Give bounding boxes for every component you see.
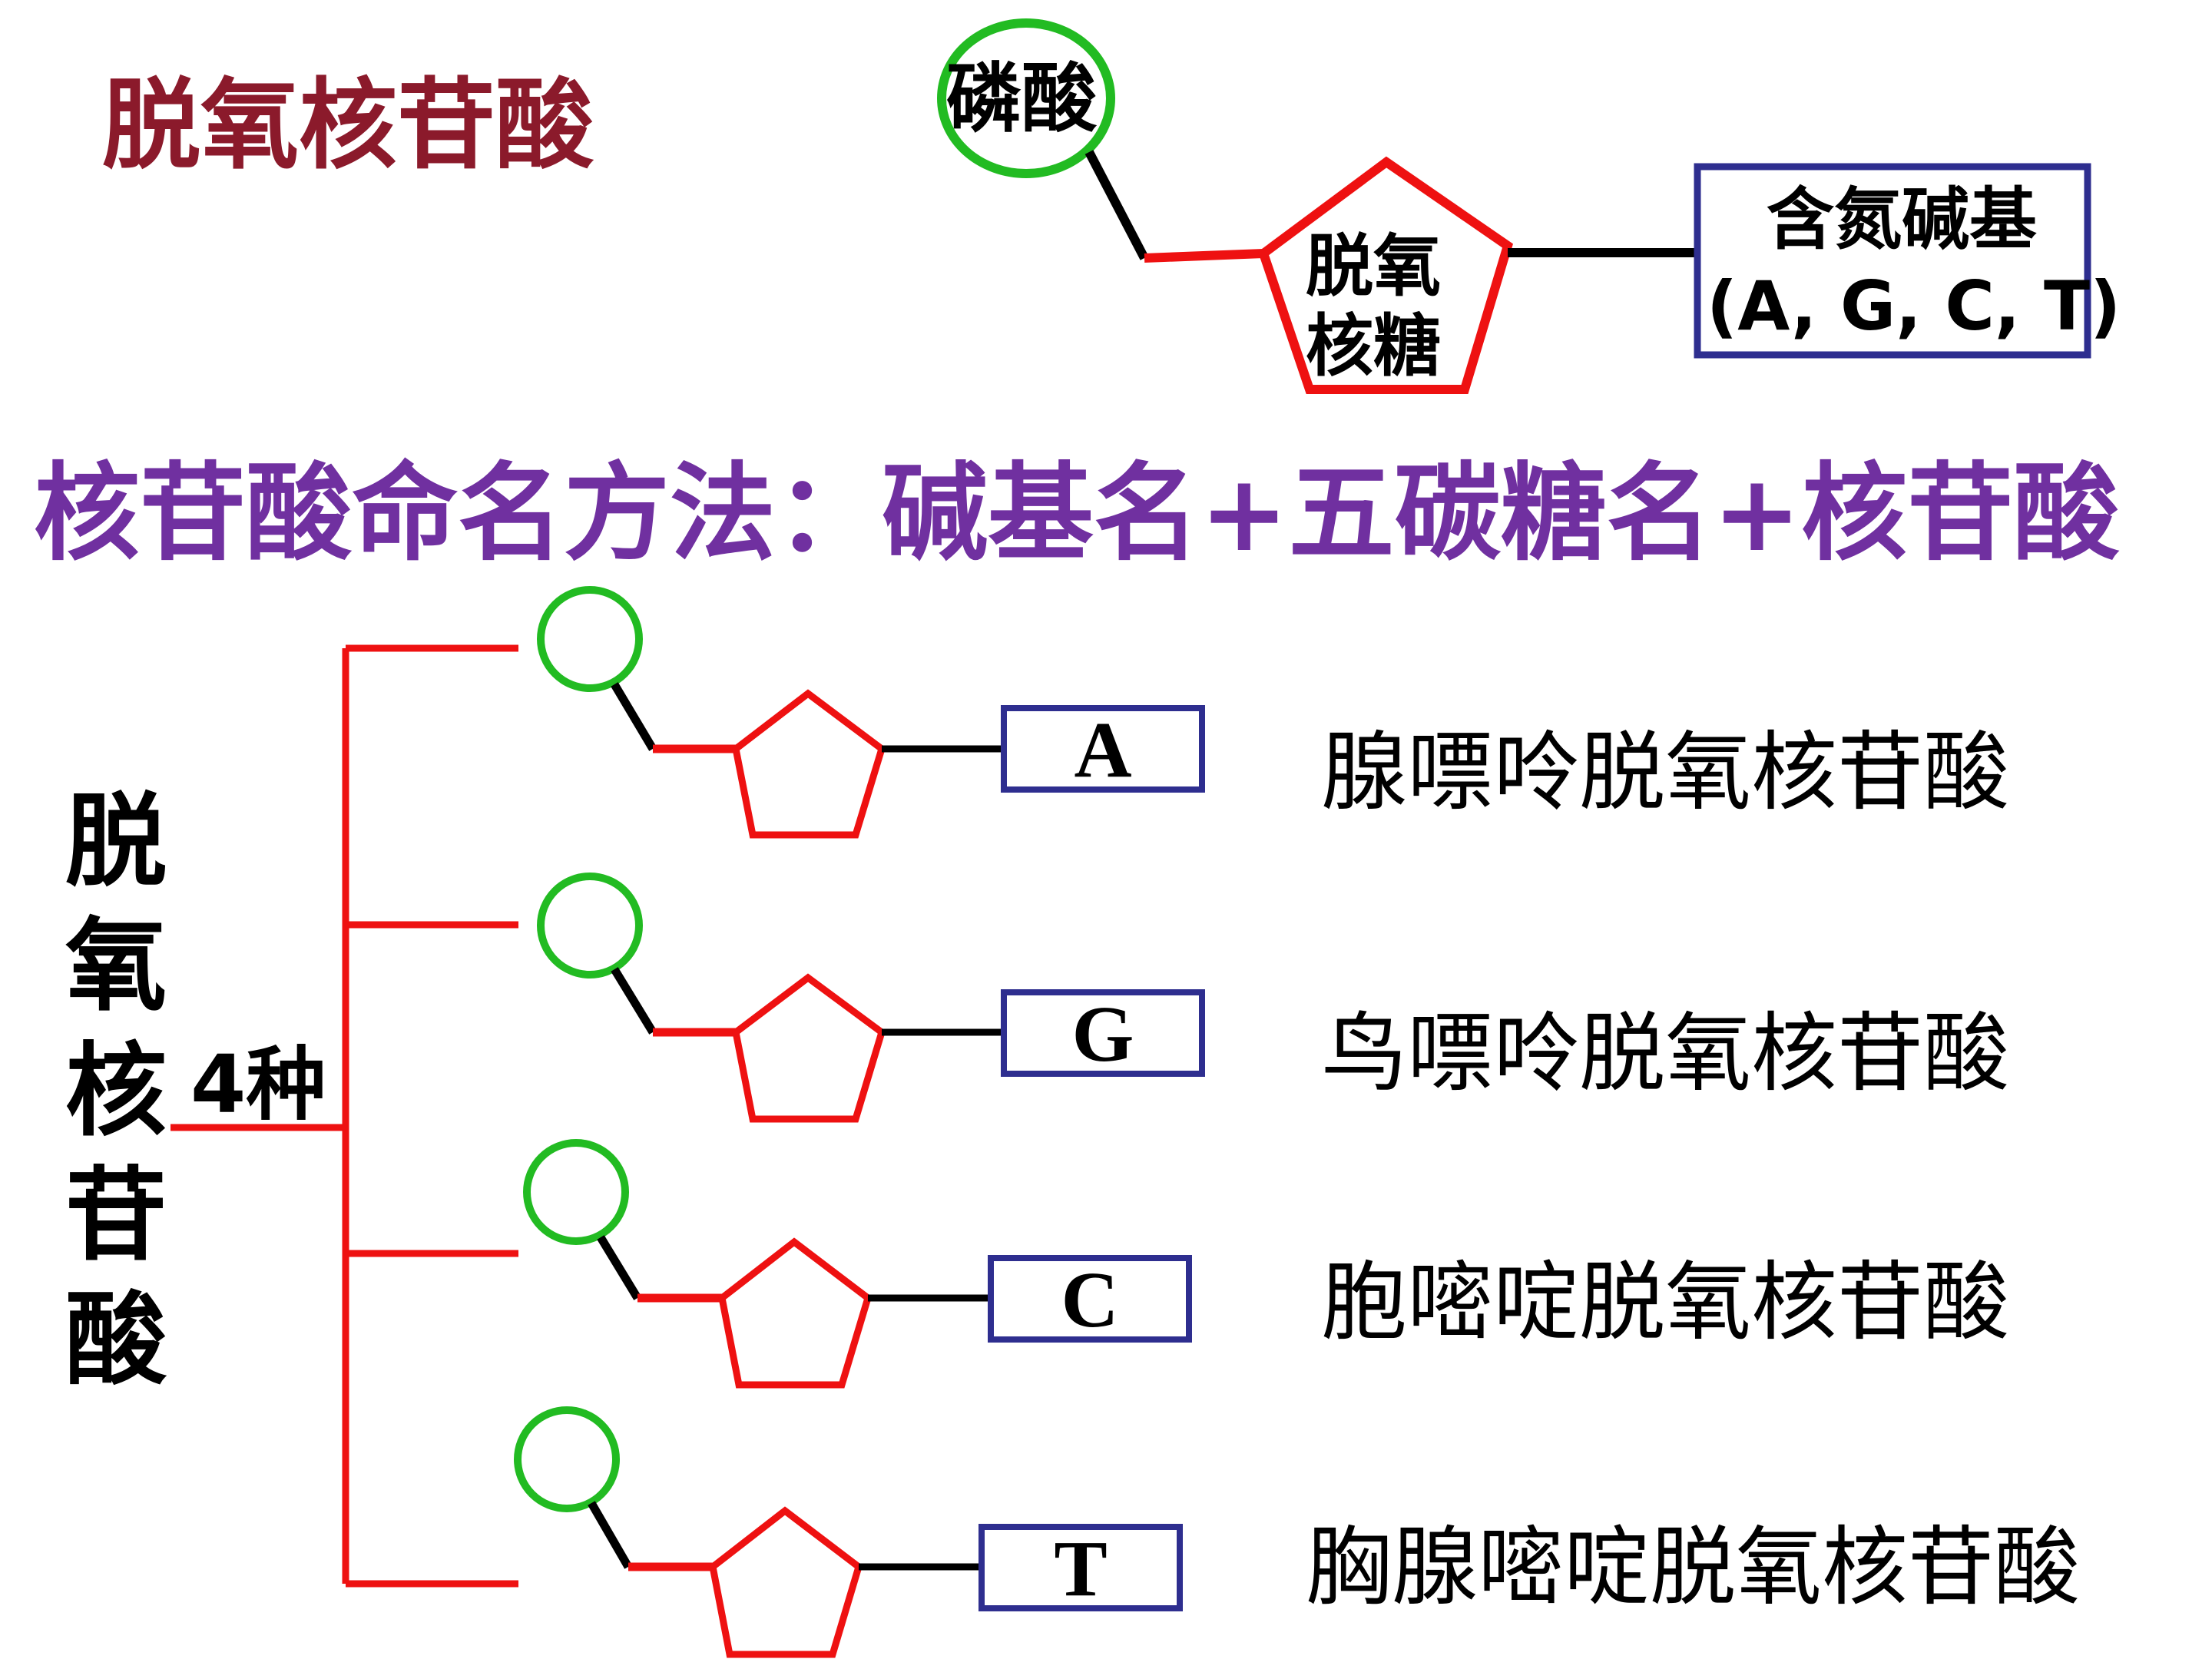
page-title: 脱氧核苷酸 bbox=[102, 68, 594, 183]
sugar-pentagon bbox=[732, 689, 886, 839]
base-letter-g: G bbox=[1071, 990, 1134, 1078]
nucleotide-a bbox=[537, 586, 1205, 839]
base-letter-a: A bbox=[1074, 706, 1132, 794]
nucleotide-name-c: 胞嘧啶脱氧核苷酸 bbox=[1321, 1253, 2009, 1353]
base-box bbox=[1001, 705, 1205, 793]
sugar-pentagon bbox=[732, 973, 886, 1123]
group-label-char: 酸 bbox=[65, 1281, 167, 1400]
phosphate-sugar-link bbox=[1144, 249, 1264, 263]
top-structure bbox=[937, 18, 2091, 394]
base-box bbox=[1694, 163, 2091, 359]
base-label-line1: 含氮碱基 bbox=[1766, 180, 2037, 259]
count-label: 4种 bbox=[190, 1038, 326, 1131]
phosphate-sugar-bond bbox=[597, 1235, 641, 1300]
group-label-char: 脱 bbox=[65, 783, 167, 901]
sugar-label: 脱氧 核糖 bbox=[1306, 227, 1441, 386]
base-letter-t: T bbox=[1054, 1525, 1108, 1613]
phosphate-sugar-bond bbox=[1084, 150, 1149, 260]
base-label-line2: (A, G, C, T) bbox=[1707, 266, 2121, 346]
sugar-label-line1: 脱氧 bbox=[1306, 227, 1442, 306]
phosphate-circle bbox=[537, 873, 643, 979]
group-label: 脱 氧 核 苷 酸 bbox=[65, 780, 167, 1403]
base-box bbox=[979, 1524, 1183, 1611]
nucleotide-g bbox=[537, 873, 1205, 1123]
base-letter-c: C bbox=[1061, 1256, 1119, 1344]
base-box bbox=[988, 1255, 1192, 1343]
phosphate-label: 磷酸 bbox=[946, 55, 1098, 143]
nucleotide-name-a: 腺嘌呤脱氧核苷酸 bbox=[1321, 723, 2009, 823]
phosphate-circle bbox=[537, 586, 643, 692]
nucleotide-name-g: 鸟嘌呤脱氧核苷酸 bbox=[1321, 1004, 2009, 1104]
phosphate-sugar-bond bbox=[611, 967, 657, 1035]
phosphate-circle bbox=[937, 18, 1115, 178]
phosphate-sugar-bond bbox=[611, 682, 657, 751]
branch-tree bbox=[171, 644, 518, 1588]
nucleotide-t bbox=[514, 1406, 1183, 1658]
phosphate-sugar-bond bbox=[588, 1501, 632, 1569]
sugar-pentagon bbox=[709, 1506, 863, 1658]
phosphate-circle bbox=[523, 1139, 629, 1245]
base-box bbox=[1001, 989, 1205, 1077]
group-label-char: 苷 bbox=[65, 1157, 167, 1276]
nucleotide-name-t: 胸腺嘧啶脱氧核苷酸 bbox=[1306, 1518, 2080, 1618]
group-label-char: 核 bbox=[65, 1031, 167, 1151]
base-label: 含氮碱基 (A, G, C, T) bbox=[1707, 177, 2121, 349]
naming-rule: 核苷酸命名方法：碱基名+五碳糖名+核苷酸 bbox=[34, 452, 2120, 575]
group-label-char: 氧 bbox=[65, 907, 167, 1026]
phosphate-circle bbox=[514, 1406, 620, 1512]
nucleotide-c bbox=[523, 1139, 1192, 1389]
sugar-label-line2: 核糖 bbox=[1306, 306, 1442, 386]
sugar-pentagon bbox=[718, 1237, 873, 1389]
sugar-pentagon bbox=[1257, 156, 1513, 394]
